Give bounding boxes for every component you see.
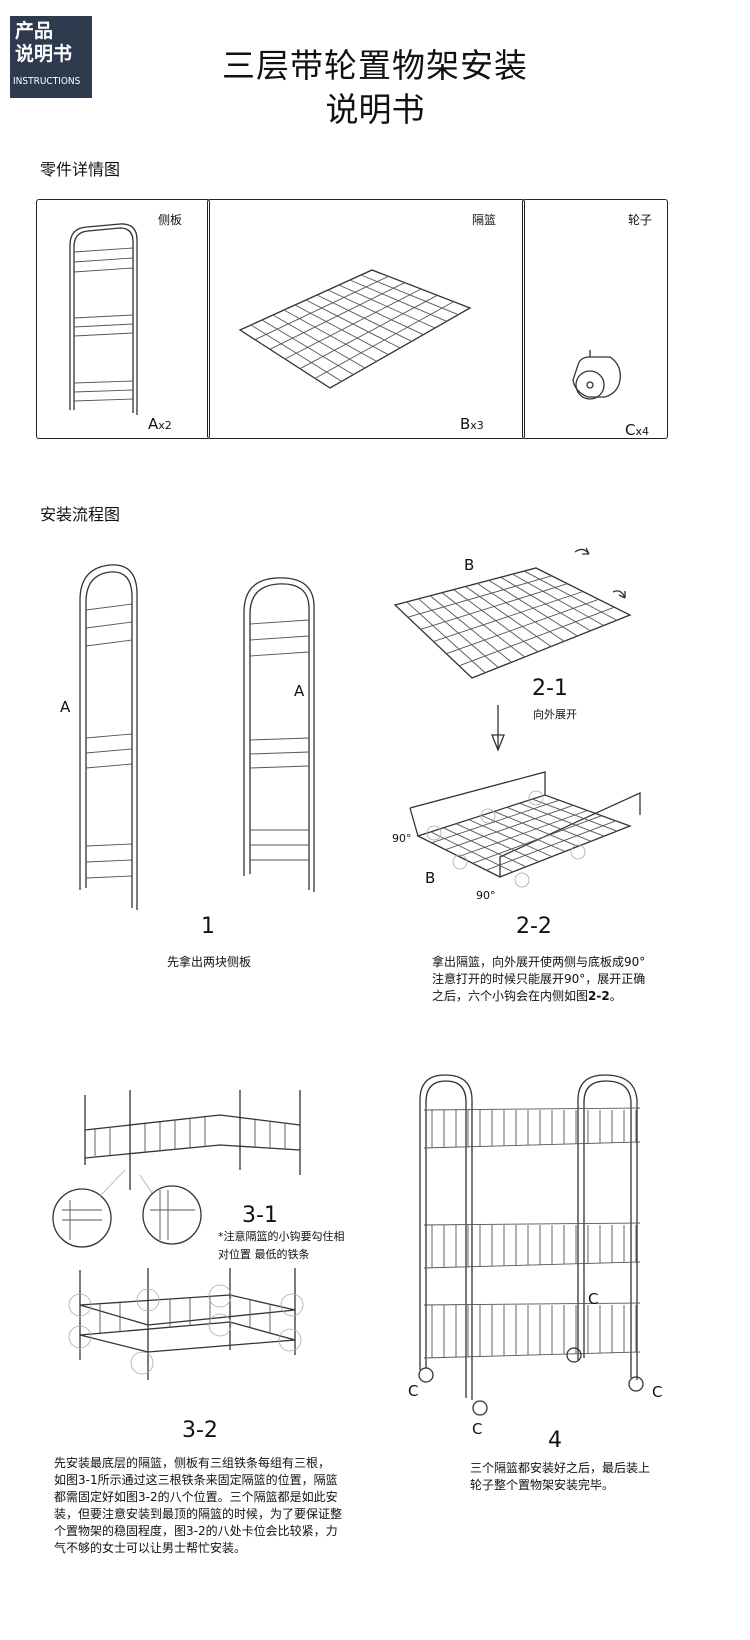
- wire-line: [423, 1261, 641, 1269]
- step4-label-c-middle: C: [588, 1290, 599, 1308]
- step4-number: 4: [548, 1428, 562, 1453]
- step1-label-a-right: A: [294, 682, 305, 700]
- step2-2-description: 拿出隔篮，向外展开使两侧与底板成90° 注意打开的时候只能展开90°，展开正确 …: [432, 954, 692, 1005]
- part-box-basket: [207, 199, 525, 439]
- wire-line: [445, 804, 574, 851]
- step3-1-note-line1: *注意隔篮的小钩要勾住相: [218, 1230, 345, 1243]
- parts-heading: 零件详情图: [40, 160, 121, 179]
- flow-heading: 安装流程图: [40, 505, 121, 524]
- step2-1-number: 2-1: [532, 676, 568, 701]
- badge-line1: 产品: [15, 20, 54, 42]
- shelf-basket: [423, 1107, 641, 1149]
- basket-letter: B: [460, 415, 471, 433]
- badge-line2: 说明书: [15, 43, 73, 65]
- wire-line: [459, 606, 615, 667]
- step3-1-number: 3-1: [242, 1203, 278, 1228]
- wire-line: [423, 1302, 641, 1306]
- wheel-letter: C: [625, 421, 636, 439]
- wire-line: [269, 282, 405, 350]
- wheel-count: x4: [635, 425, 649, 438]
- wire-line: [458, 810, 588, 857]
- step4-label-c-right: C: [652, 1383, 663, 1401]
- wire-line: [423, 1351, 641, 1359]
- step2-2-desc-line2: 注意打开的时候只能展开90°，展开正确: [432, 972, 646, 986]
- side-panel-qty: Ax2: [148, 415, 172, 433]
- step2-2-desc-line3-ref: 2-2: [588, 989, 610, 1003]
- step4-description: 三个隔篮都安装好之后，最后装上 轮子整个置物架安装完毕。: [470, 1460, 690, 1494]
- step1-label-a-left: A: [60, 698, 71, 716]
- wire-line: [446, 598, 599, 655]
- basket-label: 隔篮: [472, 213, 497, 227]
- step1-number: 1: [201, 914, 215, 939]
- basket-count: x3: [470, 419, 484, 432]
- wire-line: [423, 1222, 641, 1226]
- step2-2-desc-line3-pre: 之后，六个小钩会在内侧如图: [432, 989, 589, 1003]
- step3-2-description: 先安装最底层的隔篮，侧板有三组铁条每组有三根， 如图3-1所示通过这三根铁条来固…: [54, 1455, 374, 1557]
- step2-1-label-b: B: [464, 556, 475, 574]
- step2-1-description: 向外展开: [533, 708, 577, 721]
- side-panel-letter: A: [148, 415, 159, 433]
- step3-2-desc-line: 气不够的女士可以让男士帮忙安装。: [54, 1541, 247, 1555]
- step3-2-number: 3-2: [182, 1418, 218, 1443]
- step4-desc-line1: 三个隔篮都安装好之后，最后装上: [470, 1461, 651, 1475]
- wire-line: [431, 799, 560, 844]
- step2-2-desc-line1: 拿出隔篮，向外展开使两侧与底板成90°: [432, 955, 646, 969]
- wheel-label: 轮子: [628, 213, 653, 227]
- badge-line3: INSTRUCTIONS: [13, 76, 81, 87]
- step4-label-c-front: C: [472, 1420, 483, 1438]
- shelf-basket: [423, 1222, 641, 1269]
- wheel-qty: Cx4: [625, 421, 649, 439]
- side-panel-count: x2: [158, 419, 172, 432]
- step2-2-desc-line3-post: 。: [609, 989, 622, 1003]
- part-box-wheel: [522, 199, 668, 439]
- step3-2-desc-line: 装，但要注意安装到最顶的隔篮的时候，为了要保证整: [54, 1507, 343, 1521]
- wire-line: [433, 591, 584, 642]
- step2-2-desc-line3: 之后，六个小钩会在内侧如图2-2。: [432, 988, 692, 1005]
- page-title: 三层带轮置物架安装: [222, 46, 528, 85]
- wire-line: [472, 815, 602, 864]
- wire-line: [299, 294, 438, 370]
- step2-2-number: 2-2: [516, 914, 552, 939]
- wire-line: [407, 575, 552, 618]
- step2-2-angle-bottom: 90°: [476, 889, 496, 902]
- wire-line: [423, 1141, 641, 1149]
- step3-2-desc-line: 个置物架的稳固程度，图3-2的八处卡位会比较紧，力: [54, 1524, 338, 1538]
- step4-desc-line2: 轮子整个置物架安装完毕。: [470, 1478, 615, 1492]
- step3-1-note-line2: 对位置 最低的铁条: [218, 1248, 310, 1261]
- wire-line: [423, 1107, 641, 1111]
- step3-2-desc-line: 都需固定好如图3-2的八个位置。三个隔篮都是如此安: [54, 1490, 338, 1504]
- wire-line: [284, 288, 422, 360]
- basket-qty: Bx3: [460, 415, 484, 433]
- instructions-badge: 产品 说明书 INSTRUCTIONS: [10, 16, 92, 98]
- wire-line: [486, 820, 616, 871]
- page-subtitle: 说明书: [325, 90, 425, 129]
- step3-2-desc-line: 先安装最底层的隔篮，侧板有三组铁条每组有三根，: [54, 1456, 331, 1470]
- step1-description: 先拿出两块侧板: [167, 955, 252, 969]
- wire-line: [254, 275, 389, 341]
- step4-label-c-left: C: [408, 1382, 419, 1400]
- step3-2-desc-line: 如图3-1所示通过这三根铁条来固定隔篮的位置，隔篮: [54, 1473, 338, 1487]
- shelf-basket: [423, 1302, 641, 1359]
- step2-2-label-b: B: [425, 869, 436, 887]
- part-box-side-panel: [36, 199, 210, 439]
- wire-line: [314, 301, 454, 379]
- wire-line: [420, 583, 568, 630]
- side-panel-label: 侧板: [158, 213, 183, 227]
- step2-2-angle-left: 90°: [392, 832, 412, 845]
